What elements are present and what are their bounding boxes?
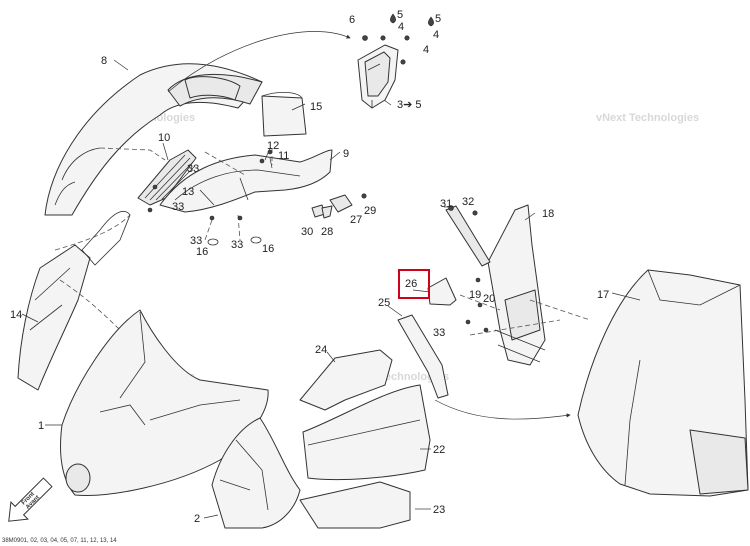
fastener-4a <box>380 35 386 41</box>
callout-16b: 16 <box>262 243 274 255</box>
fastener-33-c <box>209 215 215 221</box>
callout-30: 30 <box>301 226 313 238</box>
callout-17: 17 <box>597 289 609 301</box>
part-25-strip <box>397 314 449 399</box>
footer-code: 38M0901, 02, 03, 04, 05, 07, 11, 12, 13,… <box>2 538 117 544</box>
callout-2: 2 <box>194 513 200 525</box>
callout-28: 28 <box>321 226 333 238</box>
callout-25: 25 <box>378 297 390 309</box>
callout-20: 20 <box>483 293 495 305</box>
callout-13: 13 <box>182 186 194 198</box>
callout-33e: 33 <box>433 327 445 339</box>
callout-26: 26 <box>405 278 417 290</box>
callout-4b: 4 <box>433 29 439 41</box>
part-1-front-nose <box>60 309 269 496</box>
part-9-inner-bracket <box>159 149 333 213</box>
drop-icon-5a <box>390 13 396 24</box>
callout-32: 32 <box>462 196 474 208</box>
fastener-4c <box>400 59 406 65</box>
grommet-16-b <box>250 236 262 244</box>
callout-3-5: 3➔ 5 <box>397 99 422 111</box>
callout-11: 11 <box>278 150 289 162</box>
part-24-panel <box>299 349 393 411</box>
callout-33b: 33 <box>172 201 184 213</box>
fastener-12 <box>259 158 265 164</box>
fastener-32 <box>472 210 478 216</box>
callout-27: 27 <box>350 214 362 226</box>
fastener-33-b <box>147 207 153 213</box>
part-2-lower-cover <box>211 417 301 529</box>
callout-15: 15 <box>310 101 322 113</box>
callout-23: 23 <box>433 504 445 516</box>
highlight-box-26 <box>398 269 430 299</box>
callout-5a: 5 <box>397 9 403 21</box>
callout-18: 18 <box>542 208 554 220</box>
fastener-19 <box>475 277 481 283</box>
callout-4c: 4 <box>423 44 429 56</box>
callout-24: 24 <box>315 344 327 356</box>
callout-labels: 8 6 5 4 5 4 4 3➔ 5 15 10 12 11 9 33 13 3… <box>10 9 609 525</box>
watermark-2: vNext Technologies <box>596 112 699 124</box>
callout-31: 31 <box>440 198 452 210</box>
fastener-33-r2 <box>483 327 489 333</box>
callout-14: 14 <box>10 309 22 321</box>
callout-9: 9 <box>343 148 349 160</box>
fastener-33-a <box>152 184 158 190</box>
callout-22: 22 <box>433 444 445 456</box>
part-8-upper-cowl <box>44 63 263 216</box>
fastener-33-d <box>237 215 243 221</box>
fastener-6 <box>362 35 368 41</box>
fastener-20 <box>477 302 483 308</box>
part-26-piece <box>427 277 457 306</box>
part-10-grille <box>137 149 197 206</box>
fastener-4b <box>404 35 410 41</box>
front-direction-arrow: Front Avant <box>8 477 53 522</box>
callout-5b: 5 <box>435 13 441 25</box>
fastener-33-r <box>465 319 471 325</box>
callout-4a: 4 <box>398 21 404 33</box>
grommet-16-a <box>207 238 219 246</box>
callout-19: 19 <box>469 289 481 301</box>
part-31-rod <box>445 205 491 267</box>
part-17-side-panel <box>577 269 749 497</box>
callout-33c: 33 <box>190 235 202 247</box>
callout-16a: 16 <box>196 246 208 258</box>
callout-33a: 33 <box>187 163 199 175</box>
callout-6: 6 <box>349 14 355 26</box>
part-23-panel <box>299 481 411 529</box>
callout-8: 8 <box>101 55 107 67</box>
callout-33d: 33 <box>231 239 243 251</box>
callout-10: 10 <box>158 132 170 144</box>
hardware-27-30 <box>311 193 367 219</box>
part-14-side-panel <box>17 244 91 391</box>
part-bracket-4-5 <box>357 44 399 109</box>
callout-1: 1 <box>38 420 44 432</box>
callout-12: 12 <box>267 140 279 152</box>
callout-29: 29 <box>364 205 376 217</box>
leader-lines <box>21 59 641 519</box>
drop-icon-5b <box>428 16 434 27</box>
part-15-panel <box>261 95 307 137</box>
part-18-bracket <box>487 204 546 366</box>
